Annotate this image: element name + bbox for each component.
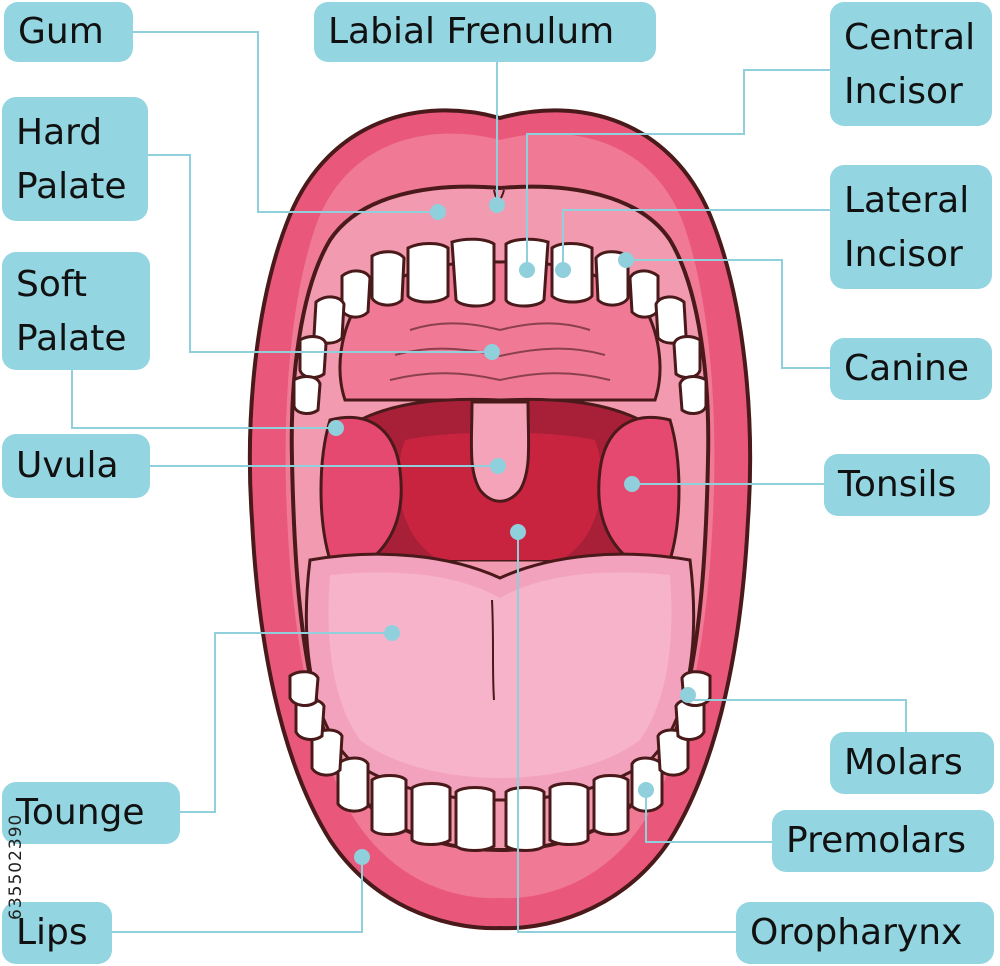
- dot-molars: [680, 687, 696, 703]
- label-soft-palate: Soft Palate: [2, 252, 150, 370]
- stock-id-text: 635502390: [6, 813, 26, 920]
- dot-soft-palate: [328, 420, 344, 436]
- label-molars: Molars: [830, 732, 994, 794]
- label-tounge: Tounge: [2, 782, 180, 844]
- dot-premolars: [638, 782, 654, 798]
- tonsil-right: [597, 415, 681, 562]
- dot-uvula: [490, 458, 506, 474]
- dot-central-incisor: [519, 262, 535, 278]
- tongue-highlight: [328, 572, 672, 778]
- dot-gum: [430, 204, 446, 220]
- tonsil-left: [319, 415, 403, 562]
- tongue-midline: [491, 599, 495, 701]
- dot-hard-palate: [484, 344, 500, 360]
- label-hard-palate: Hard Palate: [2, 97, 148, 221]
- leader-dots: [328, 197, 696, 865]
- dot-oropharynx: [510, 524, 526, 540]
- label-tonsils: Tonsils: [824, 454, 990, 516]
- label-gum: Gum: [4, 2, 133, 62]
- upper-teeth: [292, 237, 708, 415]
- uvula-shape: [469, 400, 531, 503]
- label-lips: Lips: [2, 902, 112, 964]
- dot-tonsils: [624, 476, 640, 492]
- label-lateral-incisor: Lateral Incisor: [830, 165, 992, 289]
- dot-labial-frenulum: [489, 197, 505, 213]
- dot-lateral-incisor: [555, 262, 571, 278]
- dot-canine: [618, 252, 634, 268]
- label-canine: Canine: [830, 338, 992, 400]
- lower-teeth: [288, 670, 712, 852]
- label-uvula: Uvula: [2, 434, 150, 498]
- dot-lips: [354, 849, 370, 865]
- dot-tongue: [384, 625, 400, 641]
- label-premolars: Premolars: [772, 810, 994, 872]
- leader-lines: [71, 31, 907, 933]
- label-labial-frenulum: Labial Frenulum: [314, 2, 656, 62]
- label-central-incisor: Central Incisor: [830, 2, 992, 126]
- label-oropharynx: Oropharynx: [736, 902, 994, 964]
